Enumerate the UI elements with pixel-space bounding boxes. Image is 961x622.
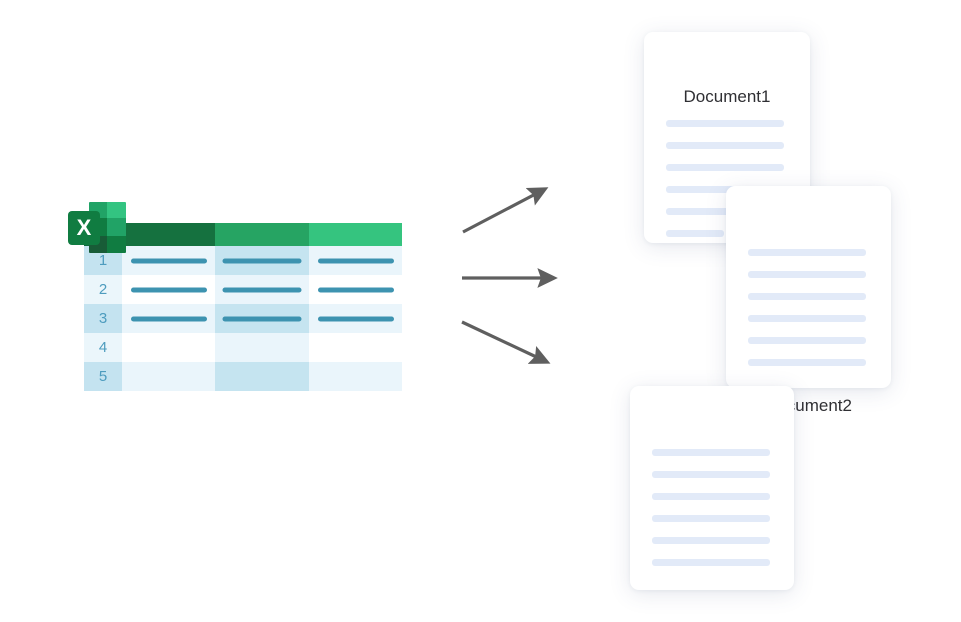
excel-icon-letter: X [76,215,92,240]
cell-content-bar [130,287,207,292]
cell-content-bar [317,258,394,263]
row-number: 3 [84,304,122,333]
excel-icon-sheet [89,202,126,253]
document-card-3[interactable]: Document3 [630,386,794,590]
table-cell[interactable] [122,304,215,333]
document-text-line [748,249,866,256]
cell-content-bar [317,287,394,292]
document-text-line [748,293,866,300]
cell-content-bar [130,316,207,321]
table-cell[interactable] [309,333,402,362]
document-text-line [748,359,866,366]
excel-icon-quad [107,236,126,253]
document-text-line [748,315,866,322]
table-cell[interactable] [215,362,309,391]
table-cell[interactable] [122,362,215,391]
excel-spreadsheet: 1 2 3 4 5 [84,223,402,395]
document-text-line [652,515,770,522]
row-number: 4 [84,333,122,362]
document-text-line [652,471,770,478]
excel-icon-quad [107,202,126,218]
document-text-line [652,449,770,456]
document-text-line [748,271,866,278]
row-number: 2 [84,275,122,304]
arrow-to-document1 [462,187,549,234]
column-header-1 [122,223,215,246]
column-header-3 [309,223,402,246]
table-cell[interactable] [309,304,402,333]
excel-icon-quad [107,218,126,236]
table-cell[interactable] [122,246,215,275]
arrow-group [461,187,558,364]
cell-content-bar [222,287,302,292]
table-cell[interactable] [215,333,309,362]
document-text-line [652,493,770,500]
document-text-line [666,142,784,149]
table-cell[interactable] [122,333,215,362]
column-header-2 [215,223,309,246]
table-cell[interactable] [309,246,402,275]
cell-content-bar [130,258,207,263]
table-cell[interactable] [309,362,402,391]
document-text-line [666,208,784,215]
document-text-line [666,230,724,237]
excel-icon: X [68,199,126,253]
document-title: Document1 [683,87,771,106]
arrow-to-document3 [461,320,551,364]
document-text-line [652,559,770,566]
document-text-line [666,164,784,171]
table-cell[interactable] [122,275,215,304]
table-cell[interactable] [215,246,309,275]
document-card-2[interactable]: Document2 [726,186,891,414]
excel-icon-badge: X [68,211,100,245]
table-cell[interactable] [215,304,309,333]
cell-content-bar [317,316,394,321]
table-cell[interactable] [215,275,309,304]
document-text-line [666,186,784,193]
document-text-line [666,120,784,127]
row-number: 5 [84,362,122,391]
document-text-line [748,337,866,344]
cell-content-bar [222,258,302,263]
cell-content-bar [222,316,302,321]
document-text-line [652,537,770,544]
spreadsheet-grid: 1 2 3 4 5 [84,223,402,395]
table-cell[interactable] [309,275,402,304]
